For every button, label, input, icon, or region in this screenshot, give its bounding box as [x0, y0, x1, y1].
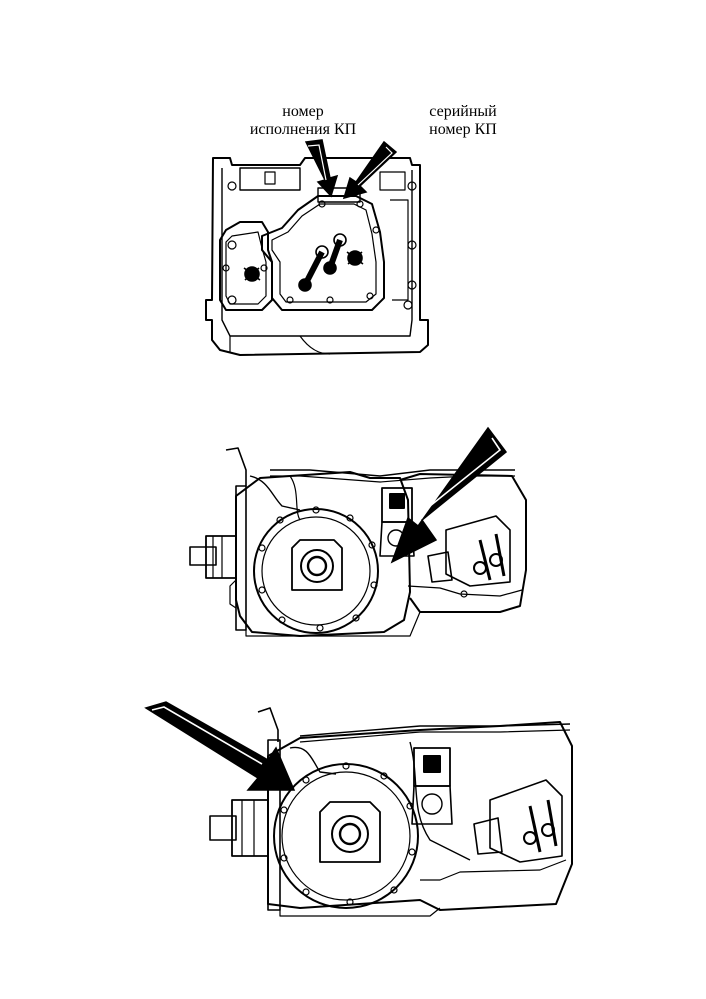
label-serial-line2: номер КП [429, 121, 497, 138]
arrow-serial-location-side-1 [390, 426, 508, 564]
gearbox-side-view-2 [209, 707, 573, 917]
gearbox-top-view [205, 157, 429, 356]
label-variant-line2: исполнения КП [249, 121, 357, 138]
arrow-variant-number [304, 139, 339, 198]
label-serial-line1: серийный [429, 103, 497, 120]
label-variant-number: номер исполнения КП [238, 103, 368, 139]
arrow-serial-location-side-2 [144, 701, 296, 791]
label-variant-line1: номер [282, 103, 324, 120]
label-serial-number: серийный номер КП [408, 103, 518, 139]
arrow-serial-number [342, 140, 398, 200]
